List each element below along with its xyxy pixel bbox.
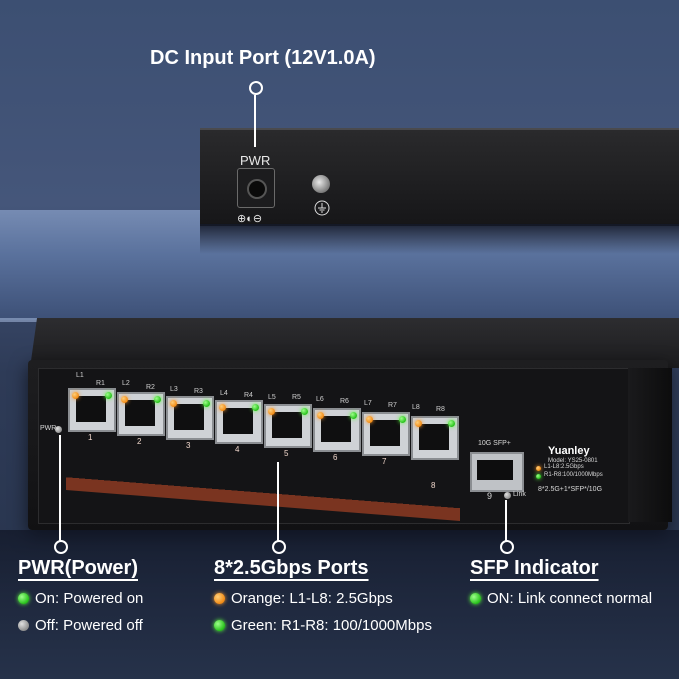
polarity-symbol: ⊕◐⊖: [237, 213, 263, 225]
model-number: Model: YS25-0801: [548, 458, 598, 464]
dc-input-callout-title: DC Input Port (12V1.0A): [150, 47, 376, 69]
rj45-port-3[interactable]: [166, 396, 214, 440]
port-label-l8: L8: [412, 404, 420, 411]
port-number-6: 6: [333, 453, 338, 462]
sfp-on-text: ON: Link connect normal: [487, 590, 653, 607]
dc-callout-connector-line: [254, 95, 256, 147]
spec-text: 8*2.5G+1*SFP*/10G: [538, 486, 603, 493]
port-label-l2: L2: [122, 380, 130, 387]
ports-orange-dot: [214, 593, 225, 604]
port-number-7: 7: [382, 457, 387, 466]
port-number-5: 5: [284, 449, 289, 458]
ports-callout-line: [277, 462, 279, 542]
pwr-callout-title: PWR(Power): [18, 557, 138, 579]
floor-shadow: [0, 530, 679, 679]
ports-orange-legend: Orange: L1-L8: 2.5Gbps: [214, 590, 393, 607]
dc-callout-connector-dot: [249, 81, 263, 95]
rj45-port-8[interactable]: [411, 416, 459, 460]
rj45-port-group: L1 R1 L2 R2 L3 R3 L4 R4 L5 R5 L6 R6 L7 R…: [62, 370, 462, 500]
brand-logo: Yuanley: [548, 445, 590, 457]
dc-jack: [237, 168, 275, 208]
port-label-r5: R5: [292, 394, 301, 401]
pwr-on-text: On: Powered on: [35, 590, 144, 607]
sfp-link-led: [504, 492, 511, 499]
pwr-on-dot: [18, 593, 29, 604]
ports-callout-dot: [272, 540, 286, 554]
port-number-4: 4: [235, 445, 240, 454]
port-label-l3: L3: [170, 386, 178, 393]
port-label-r1: R1: [96, 380, 105, 387]
port-number-1: 1: [88, 433, 93, 442]
port-label-r2: R2: [146, 384, 155, 391]
sfp-port[interactable]: [470, 452, 524, 492]
sfp-callout-dot: [500, 540, 514, 554]
rj45-port-2[interactable]: [117, 392, 165, 436]
legend-led-green: [536, 474, 541, 479]
ports-green-text: Green: R1-R8: 100/1000Mbps: [231, 617, 432, 634]
pwr-off-text: Off: Powered off: [35, 617, 143, 634]
port-label-l7: L7: [364, 400, 372, 407]
port-number-8: 8: [431, 481, 436, 490]
port-label-l4: L4: [220, 390, 228, 397]
rear-panel-shadow: [200, 224, 679, 254]
port-number-2: 2: [137, 437, 142, 446]
rj45-port-4[interactable]: [215, 400, 263, 444]
switch-side-edge: [628, 368, 672, 522]
rj45-port-1[interactable]: [68, 388, 116, 432]
sfp-on-dot: [470, 593, 481, 604]
port-label-r6: R6: [340, 398, 349, 405]
ground-icon: [314, 200, 330, 216]
ports-callout-title: 8*2.5Gbps Ports: [214, 557, 369, 579]
ports-orange-text: Orange: L1-L8: 2.5Gbps: [231, 590, 393, 607]
ground-screw: [312, 175, 330, 193]
sfp-callout-line: [505, 500, 507, 542]
port-label-r8: R8: [436, 406, 445, 413]
pwr-callout-line: [59, 435, 61, 542]
ports-green-dot: [214, 620, 225, 631]
rear-panel: [200, 128, 679, 226]
port-label-l6: L6: [316, 396, 324, 403]
ports-green-legend: Green: R1-R8: 100/1000Mbps: [214, 617, 432, 634]
led-legend-l: L1-L8:2.5Gbps: [544, 464, 584, 470]
port-label-r7: R7: [388, 402, 397, 409]
port-label-r3: R3: [194, 388, 203, 395]
port-label-l5: L5: [268, 394, 276, 401]
sfp-link-label: Link: [513, 491, 526, 498]
front-pwr-label: PWR: [40, 425, 57, 432]
port-label-l1: L1: [76, 372, 84, 379]
sfp-port-number: 9: [487, 491, 493, 501]
pwr-off-legend: Off: Powered off: [18, 617, 143, 634]
sfp-label: 10G SFP+: [478, 440, 511, 447]
rj45-port-7[interactable]: [362, 412, 410, 456]
pwr-on-legend: On: Powered on: [18, 590, 143, 607]
pwr-callout-dot: [54, 540, 68, 554]
sfp-callout-title: SFP Indicator: [470, 557, 599, 579]
pwr-off-dot: [18, 620, 29, 631]
sfp-on-legend: ON: Link connect normal: [470, 590, 652, 607]
rj45-port-6[interactable]: [313, 408, 361, 452]
legend-led-orange: [536, 466, 541, 471]
led-legend-r: R1-R8:100/1000Mbps: [544, 472, 603, 478]
port-number-3: 3: [186, 441, 191, 450]
rear-pwr-label: PWR: [240, 153, 271, 168]
port-label-r4: R4: [244, 392, 253, 399]
rj45-port-5[interactable]: [264, 404, 312, 448]
front-pwr-led: [55, 426, 62, 433]
